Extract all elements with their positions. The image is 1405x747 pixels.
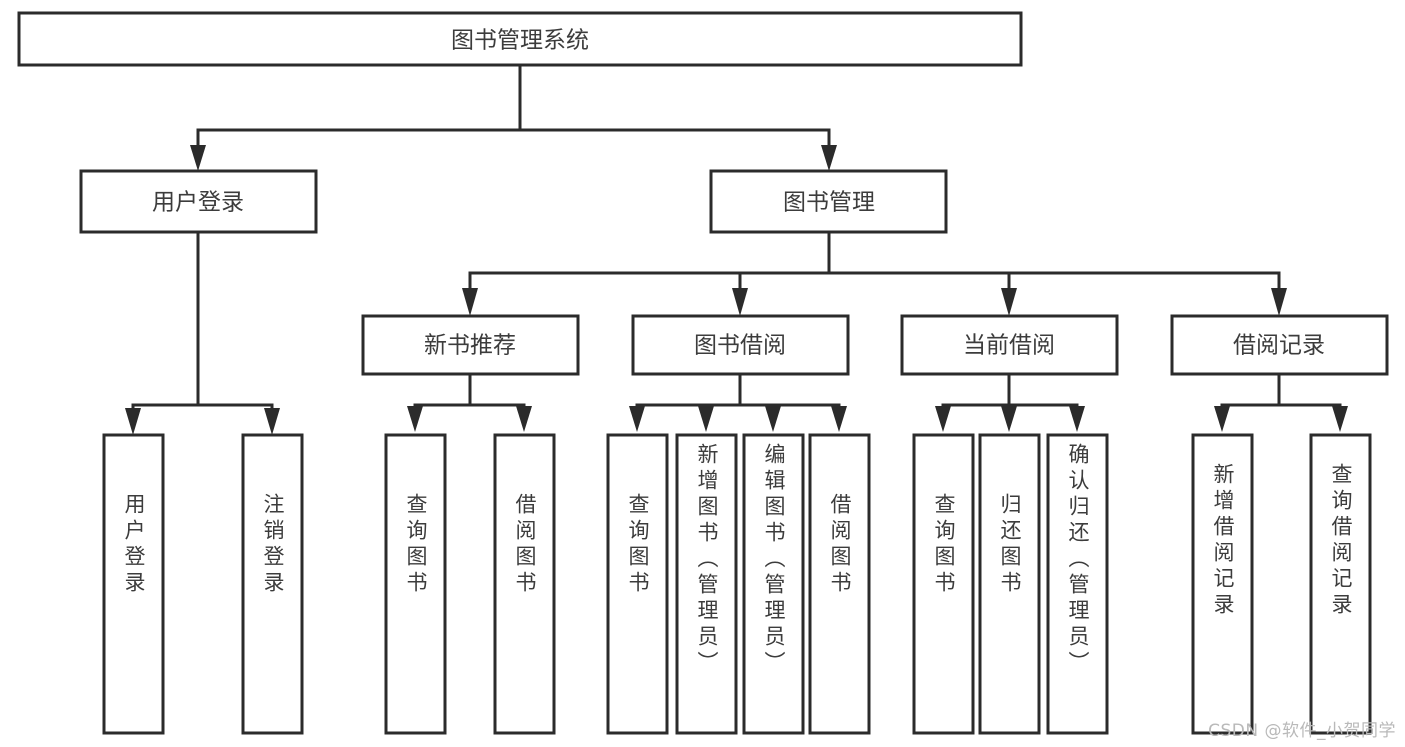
arrow-to-leaf-user-login	[125, 408, 141, 435]
node-label-current-borrow: 当前借阅	[963, 333, 1055, 359]
node-label-borrow-record: 借阅记录	[1233, 333, 1325, 359]
node-box-leaf-return-book[interactable]	[978, 433, 1041, 735]
arrow-to-borrow-record	[1271, 288, 1287, 316]
arrow-to-leaf-query-record	[1332, 406, 1348, 432]
arrow-to-leaf-logout-login	[264, 408, 280, 435]
arrow-to-new-book-recommend	[462, 288, 478, 316]
arrow-to-leaf-borrow-book-1	[516, 406, 532, 432]
arrow-to-book-manage	[821, 145, 837, 171]
node-box-leaf-add-book[interactable]	[675, 433, 738, 735]
node-box-leaf-confirm-return[interactable]	[1046, 433, 1109, 735]
node-box-leaf-edit-book[interactable]	[742, 433, 805, 735]
node-box-user-login[interactable]	[79, 169, 318, 234]
node-box-leaf-query-book-3[interactable]	[912, 433, 975, 735]
arrow-to-leaf-add-record	[1214, 406, 1230, 432]
node-box-leaf-query-book-2[interactable]	[606, 433, 669, 735]
arrow-to-leaf-query-book-2	[629, 406, 645, 432]
node-label-user-login: 用户登录	[152, 190, 244, 216]
node-box-leaf-borrow-book-1[interactable]	[493, 433, 556, 735]
node-box-current-borrow[interactable]	[900, 314, 1119, 376]
node-box-leaf-borrow-book-2[interactable]	[808, 433, 871, 735]
arrow-to-leaf-edit-book	[765, 406, 781, 432]
arrow-to-leaf-query-book-3	[935, 406, 951, 432]
node-box-book-borrow[interactable]	[631, 314, 850, 376]
arrow-to-book-borrow	[732, 288, 748, 316]
arrow-to-leaf-add-book	[698, 406, 714, 432]
arrow-to-leaf-query-book-1	[407, 406, 423, 432]
arrow-to-leaf-return-book	[1001, 406, 1017, 432]
node-box-leaf-query-record[interactable]	[1309, 433, 1372, 735]
arrow-to-leaf-confirm-return	[1069, 406, 1085, 432]
node-box-leaf-logout-login[interactable]	[241, 433, 304, 735]
arrow-to-user-login	[190, 145, 206, 171]
connector-layer	[125, 63, 1348, 435]
node-box-book-manage[interactable]	[709, 169, 948, 234]
node-box-leaf-user-login[interactable]	[102, 433, 165, 735]
node-label-root: 图书管理系统	[451, 28, 589, 54]
node-box-leaf-add-record[interactable]	[1191, 433, 1254, 735]
arrow-to-leaf-borrow-book-2	[831, 406, 847, 432]
node-layer: 图书管理系统 用户登录 图书管理 新书推荐 图书借阅 当前借阅 借阅记录	[17, 11, 1389, 735]
node-box-leaf-query-book-1[interactable]	[384, 433, 447, 735]
node-box-borrow-record[interactable]	[1170, 314, 1389, 376]
node-label-book-borrow: 图书借阅	[694, 333, 786, 359]
node-label-book-manage: 图书管理	[783, 190, 875, 216]
node-label-new-book-recommend: 新书推荐	[424, 333, 516, 359]
node-box-root[interactable]	[17, 11, 1023, 67]
arrow-to-current-borrow	[1001, 288, 1017, 316]
node-box-new-book-recommend[interactable]	[361, 314, 580, 376]
